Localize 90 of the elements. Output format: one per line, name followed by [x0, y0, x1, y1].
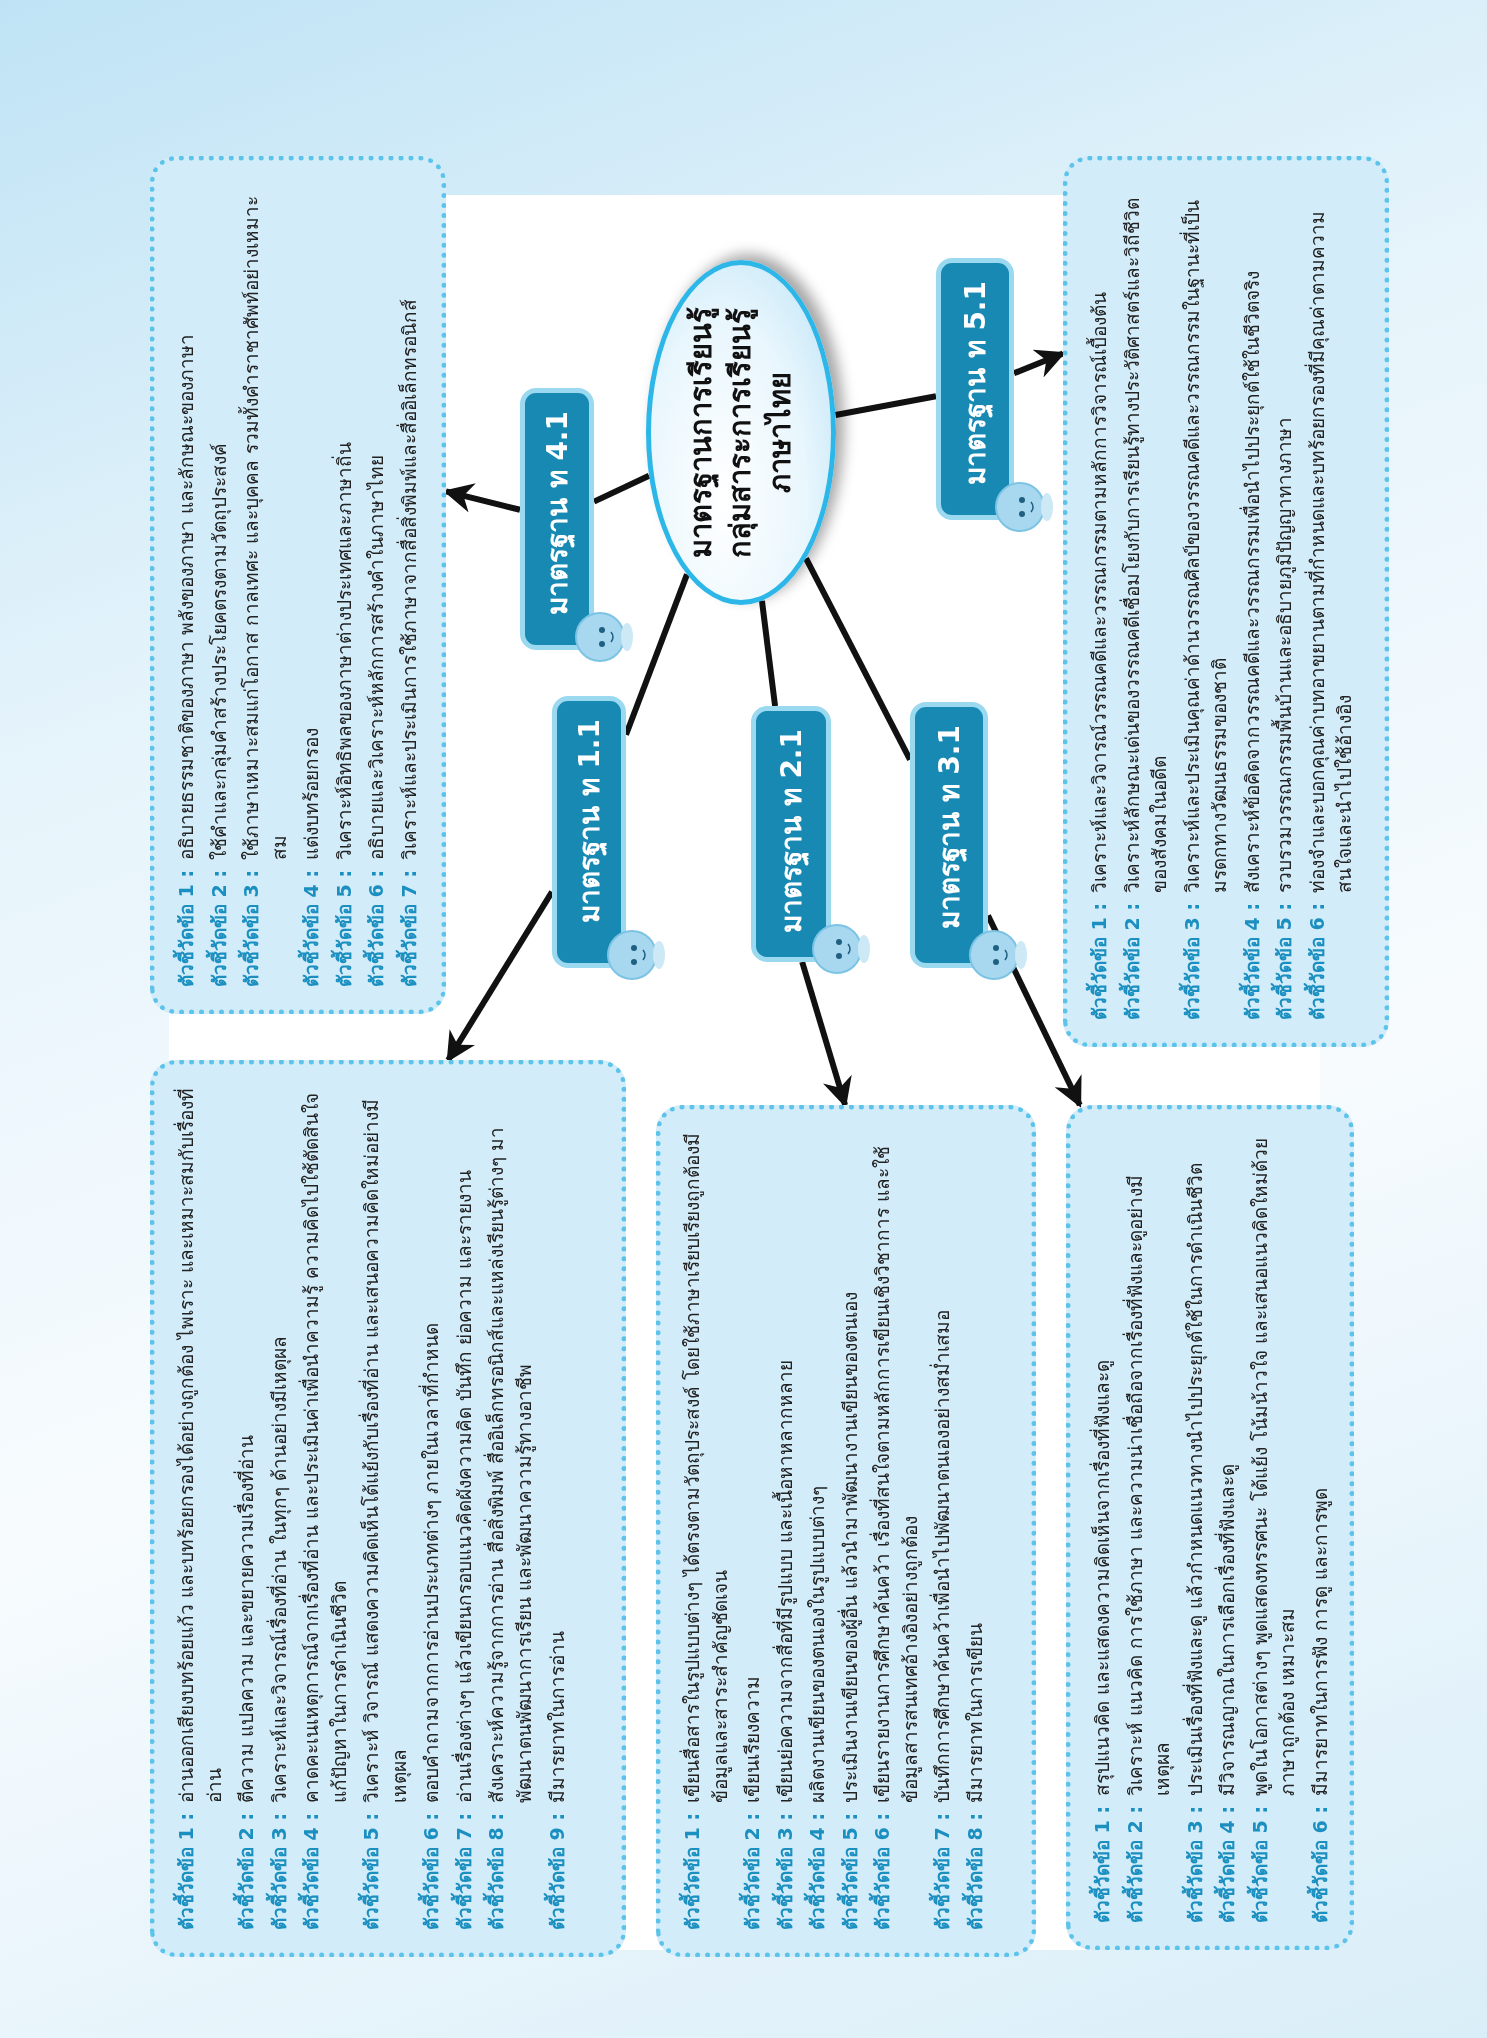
connector-line — [834, 393, 937, 418]
indicator-text: ตอบคำถามจากการอ่านประเภทต่างๆ ภายในเวลาที่กำหนด — [418, 1321, 444, 1803]
indicator-text: อ่านเรื่องต่างๆ แล้วเขียนกรอบแนวคิดผังความคิด บันทึก ย่อความ และรายงาน — [450, 1168, 476, 1803]
indicator-label: ตัวชี้วัดข้อ 1 : — [173, 869, 201, 987]
indicator-label: ตัวชี้วัดข้อ 2 : — [1121, 1805, 1147, 1923]
indicator-label: ตัวชี้วัดข้อ 1 : — [1089, 1805, 1117, 1923]
indicator-text: ประเมินงานเขียนของผู้อื่น แล้วนำมาพัฒนางานเขียนของตนเอง — [836, 1290, 863, 1803]
standard-tag — [751, 706, 831, 962]
indicator-label: ตัวชี้วัดข้อ 2 : — [233, 1812, 261, 1930]
indicator-label: ตัวชี้วัดข้อ 3 : — [1181, 1805, 1207, 1923]
indicator-text: คาดคะเนเหตุการณ์จากเรื่องที่อ่าน และประเมินค่าเพื่อนำความรู้ ความคิดไปใช้ตัดสินใจแก้ปัญหาในการดำเนินชีวิต — [298, 1091, 351, 1803]
standard-tag — [910, 702, 988, 968]
indicator-text: วิเคราะห์อิทธิพลของภาษาต่างประเทศและภาษาถิ่น — [330, 440, 356, 860]
indicator-label: ตัวชี้วัดข้อ 7 : — [395, 869, 421, 987]
indicator-label: ตัวชี้วัดข้อ 1 : — [1086, 902, 1114, 1020]
indicator-panel — [150, 156, 446, 1014]
indicator-label: ตัวชี้วัดข้อ 5 : — [330, 869, 356, 987]
indicator-label: ตัวชี้วัดข้อ 7 : — [450, 1812, 476, 1930]
indicator-text: วิเคราะห์และวิจารณ์วรรณคดีและวรรณกรรมตามหลักการวิจารณ์เบื้องต้น — [1086, 290, 1111, 893]
indicator-text: วิเคราะห์ แนวคิด การใช้ภาษา และความน่าเชื่อถือจากเรื่องที่ฟังและดูอย่างมีเหตุผล — [1121, 1173, 1175, 1796]
indicator-panel — [150, 1060, 626, 1957]
indicator-text: ประเมินเรื่องที่ฟังและดู แล้วกำหนดแนวทางนำไปประยุกต์ใช้ในการดำเนินชีวิต — [1181, 1161, 1208, 1796]
indicator-label: ตัวชี้วัดข้อ 1 : — [173, 1812, 229, 1930]
indicator-text: ท่องจำและบอกคุณค่าบทอาขยานตามที่กำหนดและบทร้อยกรองที่มีคุณค่าตามความสนใจและนำไปใช้อ้างอิง — [1303, 209, 1357, 893]
standard-tag — [936, 258, 1014, 520]
indicator-text: แต่งบทร้อยกรอง — [299, 726, 324, 860]
indicator-text: ผลิตงานเขียนของตนเองในรูปแบบต่างๆ — [805, 1484, 830, 1803]
indicator-text: สังเคราะห์ความรู้จากการอ่าน สื่อสิ่งพิมพ์ สื่ออิเล็กทรอนิกส์และแหล่งเรียนรู้ต่างๆ มาพัฒนาตนพัฒนาการเรียน และพัฒนาความรู้ทางอาชีพ — [483, 1125, 537, 1803]
indicator-text: เขียนสื่อสารในรูปแบบต่างๆ ได้ตรงตามวัตถุประสงค์ โดยใช้ภาษาเรียบเรียงถูกต้องมีข้อมูลและสาระสำคัญชัดเจน — [679, 1132, 733, 1803]
indicator-label: ตัวชี้วัดข้อ 3 : — [771, 1812, 797, 1930]
indicator-text: บันทึกการศึกษาค้นคว้าเพื่อนำไปพัฒนาตนเองอย่างสม่ำเสมอ — [929, 1308, 955, 1803]
title-text: มาตรฐานการเรียนรู้กลุ่มสาระการเรียนรู้ภาษาไทย — [683, 306, 798, 560]
indicator-label: ตัวชี้วัดข้อ 4 : — [298, 869, 326, 987]
indicator-text: ตีความ แปลความ และขยายความเรื่องที่อ่าน — [233, 1433, 259, 1803]
indicator-label: ตัวชี้วัดข้อ 5 : — [836, 1812, 862, 1930]
indicator-label: ตัวชี้วัดข้อ 7 : — [929, 1812, 957, 1930]
indicator-text: รวบรวมวรรณกรรมพื้นบ้านและอธิบายภูมิปัญญาทางภาษา — [1271, 415, 1297, 893]
tag-label: มาตรฐาน ท 5.1 — [958, 281, 994, 486]
indicator-label: ตัวชี้วัดข้อ 4 : — [298, 1812, 354, 1930]
indicator-text: อ่านออกเสียงบทร้อยแก้ว และบทร้อยกรองได้อย่างถูกต้อง ไพเราะ และเหมาะสมกับเรื่องที่อ่าน — [173, 1087, 226, 1803]
indicator-label: ตัวชี้วัดข้อ 6 : — [1303, 902, 1329, 1020]
indicator-text: สังเคราะห์ข้อคิดจากวรรณคดีและวรรณกรรมเพื่อนำไปประยุกต์ใช้ในชีวิตจริง — [1238, 269, 1265, 893]
indicator-text: อธิบายธรรมชาติของภาษา พลังของภาษา และลักษณะของภาษา — [174, 332, 198, 860]
indicator-label: ตัวชี้วัดข้อ 4 : — [1238, 902, 1264, 1020]
indicator-text: เขียนรายงานการศึกษาค้นคว้า เรื่องที่สนใจตามหลักการเขียนเชิงวิชาการ และใช้ข้อมูลสารสนเทศอ้างอิงอย่างถูกต้อง — [869, 1144, 923, 1803]
indicator-label: ตัวชี้วัดข้อ 4 : — [804, 1812, 832, 1930]
indicator-label: ตัวชี้วัดข้อ 2 : — [739, 1812, 767, 1930]
indicator-text: พูดในโอกาสต่างๆ พูดแสดงทรรศนะ โต้แย้ง โน้มน้าวใจ และเสนอแนวคิดใหม่ด้วยภาษาถูกต้อง เหมาะสม — [1247, 1136, 1300, 1796]
indicator-text: วิเคราะห์ลักษณะเด่นของวรรณคดีเชื่อมโยงกับการเรียนรู้ทางประวัติศาสตร์และวิถีชีวิตของสังคมในอดีต — [1118, 196, 1172, 893]
indicator-label: ตัวชี้วัดข้อ 4 : — [1214, 1805, 1242, 1923]
tag-label: มาตรฐาน ท 3.1 — [932, 725, 968, 930]
indicator-label: ตัวชี้วัดข้อ 8 : — [483, 1812, 539, 1930]
indicator-text: สรุปแนวคิด และแสดงความคิดเห็นจากเรื่องที่ฟังและดู — [1089, 1358, 1115, 1796]
tag-label: มาตรฐาน ท 1.1 — [572, 719, 608, 924]
indicator-text: มีมารยาทในการอ่าน — [544, 1629, 569, 1803]
connector-line — [758, 600, 779, 707]
indicator-text: วิเคราะห์และประเมินการใช้ภาษาจากสื่อสิ่งพิมพ์และสื่ออิเล็กทรอนิกส์ — [395, 297, 421, 860]
indicator-label: ตัวชี้วัดข้อ 6 : — [418, 1812, 446, 1930]
indicator-text: วิเคราะห์และวิจารณ์เรื่องที่อ่าน ในทุกๆ ด้านอย่างมีเหตุผล — [265, 1334, 292, 1803]
indicator-panel — [656, 1105, 1036, 1957]
indicator-text: วิเคราะห์และประเมินคุณค่าด้านวรรณศิลป์ของวรรณคดีและวรรณกรรมในฐานะที่เป็นมรดกทางวัฒนธรรมของชาติ — [1178, 198, 1232, 893]
indicator-label: ตัวชี้วัดข้อ 5 : — [1271, 902, 1299, 1020]
indicator-label: ตัวชี้วัดข้อ 3 : — [238, 869, 294, 987]
indicator-text: ใช้คำและกลุ่มคำสร้างประโยคตรงตามวัตถุประสงค์ — [206, 441, 232, 860]
indicator-panel — [1063, 156, 1389, 1047]
indicator-text: เขียนย่อความจากสื่อที่มีรูปแบบ และเนื้อหาหลากหลาย — [771, 1358, 798, 1803]
indicator-label: ตัวชี้วัดข้อ 3 : — [1178, 902, 1204, 1020]
indicator-label: ตัวชี้วัดข้อ 6 : — [869, 1812, 925, 1930]
indicator-text: ใช้ภาษาเหมาะสมแก่โอกาส กาลเทศะ และบุคคล รวมทั้งคำราชาศัพท์อย่างเหมาะสม — [238, 194, 291, 860]
indicator-text: มีมารยาทในการเขียน — [962, 1621, 987, 1803]
indicator-label: ตัวชี้วัดข้อ 9 : — [543, 1812, 569, 1930]
indicator-panel — [1066, 1105, 1354, 1950]
indicator-text: เขียนเรียงความ — [740, 1674, 765, 1803]
indicator-text: อธิบายและวิเคราะห์หลักการสร้างคำในภาษาไทย — [364, 453, 389, 860]
indicator-label: ตัวชี้วัดข้อ 1 : — [679, 1812, 735, 1930]
indicator-label: ตัวชี้วัดข้อ 3 : — [265, 1812, 291, 1930]
indicator-label: ตัวชี้วัดข้อ 6 : — [363, 869, 391, 987]
tag-label: มาตรฐาน ท 2.1 — [774, 729, 810, 934]
indicator-label: ตัวชี้วัดข้อ 2 : — [205, 869, 231, 987]
indicator-label: ตัวชี้วัดข้อ 5 : — [358, 1812, 414, 1930]
standard-tag — [520, 388, 594, 650]
standard-tag — [552, 696, 626, 968]
indicator-label: ตัวชี้วัดข้อ 5 : — [1246, 1805, 1272, 1923]
indicator-text: มีมารยาทในการฟัง การดู และการพูด — [1307, 1486, 1333, 1796]
indicator-label: ตัวชี้วัดข้อ 6 : — [1306, 1805, 1332, 1923]
indicator-label: ตัวชี้วัดข้อ 2 : — [1118, 902, 1144, 1020]
indicator-text: วิเคราะห์ วิจารณ์ แสดงความคิดเห็นโต้แย้งกับเรื่องที่อ่าน และเสนอความคิดใหม่อย่างมีเหตุผล — [358, 1097, 412, 1803]
indicator-label: ตัวชี้วัดข้อ 8 : — [961, 1812, 987, 1930]
tag-label: มาตรฐาน ท 4.1 — [540, 411, 576, 616]
indicator-text: มีวิจารณญาณในการเลือกเรื่องที่ฟังและดู — [1214, 1462, 1240, 1796]
